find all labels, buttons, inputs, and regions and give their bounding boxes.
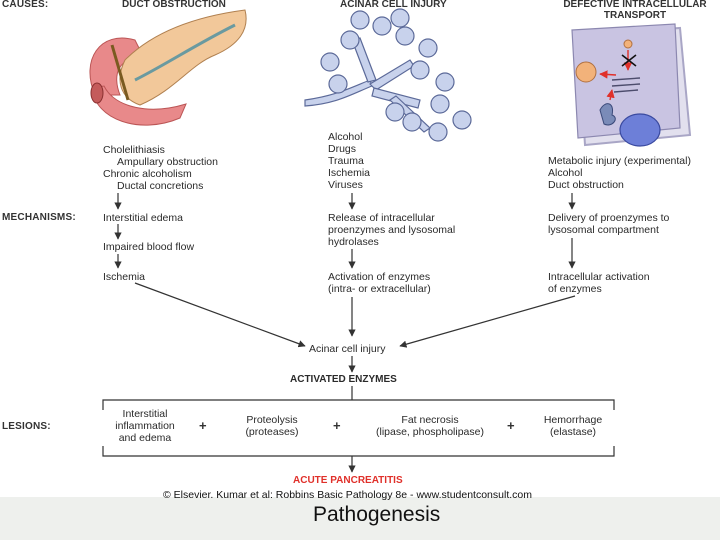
column-title-duct-obstruction: DUCT OBSTRUCTION	[122, 0, 226, 10]
duct-cause: Chronic alcoholism	[103, 168, 192, 180]
lesion-fat-necrosis: Fat necrosis (lipase, phospholipase)	[376, 414, 484, 438]
duct-step-impaired-blood-flow: Impaired blood flow	[103, 241, 195, 253]
arrow-activation-to-injury	[399, 295, 576, 348]
acinar-cause: Alcohol	[328, 131, 363, 143]
duct-step-interstitial-edema: Interstitial edema	[103, 212, 183, 224]
footer-band	[0, 497, 720, 540]
activated-enzymes-node: ACTIVATED ENZYMES	[290, 374, 397, 385]
row-label-mechanisms: MECHANISMS:	[2, 212, 76, 223]
copyright-line: © Elsevier. Kumar et al: Robbins Basic P…	[163, 489, 532, 501]
acute-pancreatitis-result: ACUTE PANCREATITIS	[293, 475, 403, 486]
duct-cause: Cholelithiasis	[103, 144, 165, 156]
transport-step-delivery: Delivery of proenzymes to lysosomal comp…	[548, 212, 670, 236]
plus-sign: +	[333, 418, 341, 433]
acinar-cause: Ischemia	[328, 167, 371, 179]
column-title-defective-transport: DEFECTIVE INTRACELLULAR TRANSPORT	[563, 0, 707, 21]
acinar-tree-illustration	[304, 8, 472, 142]
lesion-interstitial-inflammation: Interstitial inflammation and edema	[115, 408, 175, 444]
lesion-proteolysis: Proteolysis (proteases)	[245, 414, 299, 438]
row-label-lesions: LESIONS:	[2, 421, 51, 432]
lesion-hemorrhage: Hemorrhage (elastase)	[543, 414, 603, 438]
column-title-acinar-cell-injury: ACINAR CELL INJURY	[340, 0, 447, 10]
transport-cause: Metabolic injury (experimental)	[548, 155, 691, 167]
acinar-cell-injury-node: Acinar cell injury	[309, 343, 386, 355]
plus-sign: +	[199, 418, 207, 433]
cell-illustration	[571, 23, 692, 147]
transport-causes-list: Metabolic injury (experimental) Alcohol …	[548, 155, 691, 191]
slide-title: Pathogenesis	[313, 503, 441, 526]
transport-cause: Duct obstruction	[548, 179, 624, 191]
acinar-cause: Trauma	[328, 155, 364, 167]
arrow-ischemia-to-injury	[134, 282, 306, 348]
duct-cause: Ampullary obstruction	[117, 156, 218, 168]
duct-causes-list: Cholelithiasis Ampullary obstruction Chr…	[103, 144, 218, 192]
transport-cause: Alcohol	[548, 167, 583, 179]
duct-step-ischemia: Ischemia	[103, 271, 146, 283]
pancreas-illustration	[89, 9, 247, 126]
acinar-cause: Viruses	[328, 179, 363, 191]
plus-sign: +	[507, 418, 515, 433]
row-label-causes: CAUSES:	[2, 0, 49, 10]
acinar-cause: Drugs	[328, 143, 357, 155]
lesions-bracket	[102, 399, 615, 457]
transport-step-intracellular-activation: Intracellular activation of enzymes	[548, 271, 650, 295]
acinar-causes-list: Alcohol Drugs Trauma Ischemia Viruses	[328, 131, 370, 191]
acinar-step-release: Release of intracellular proenzymes and …	[328, 212, 456, 248]
acinar-step-activation: Activation of enzymes (intra- or extrace…	[328, 271, 431, 295]
duct-cause: Ductal concretions	[117, 180, 204, 192]
